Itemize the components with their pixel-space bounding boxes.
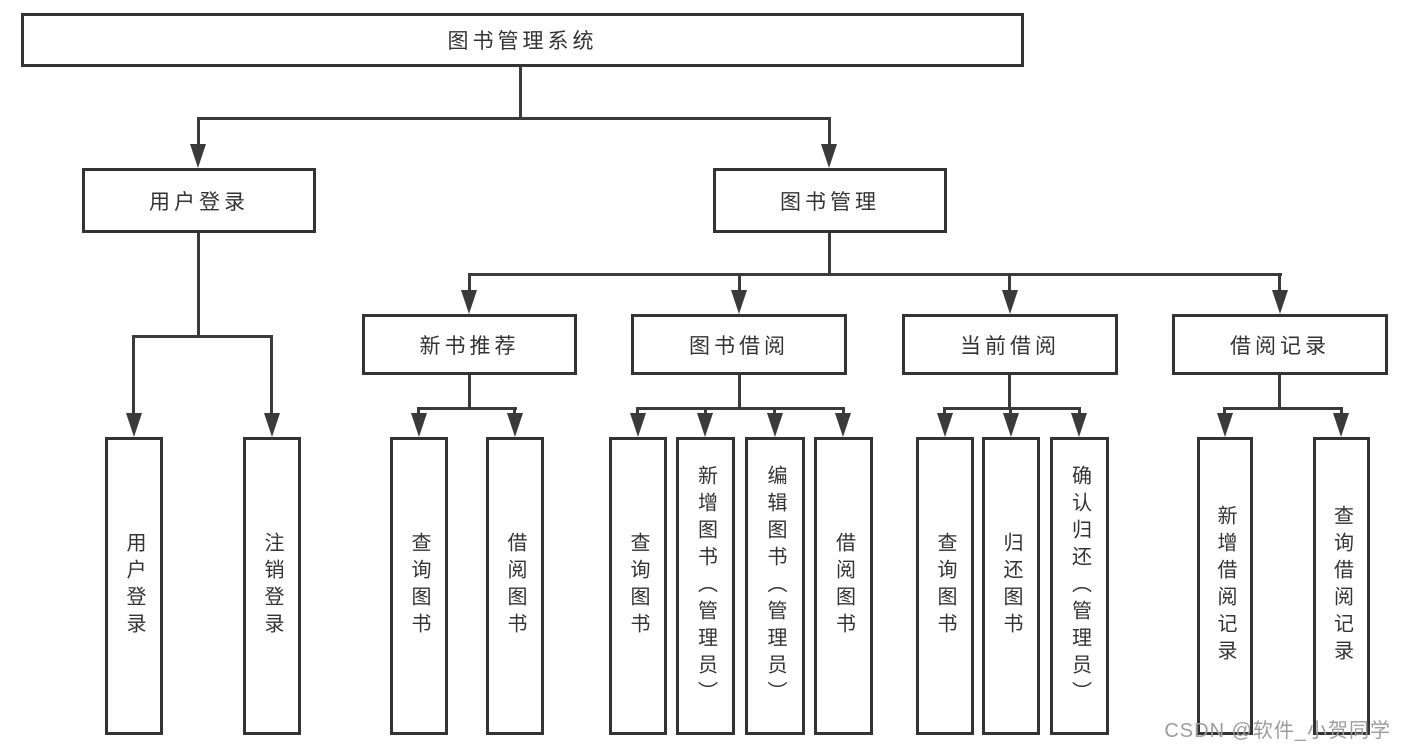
node-label: 注销登录 xyxy=(261,532,283,640)
csdn-watermark: CSDN @软件_小贺同学 xyxy=(1164,720,1391,742)
connector-recommend-drop-1 xyxy=(417,407,420,417)
node-label: 图书管理系统 xyxy=(447,30,598,53)
connector-record-drop-2 xyxy=(1340,407,1343,417)
arrow-to-book-management xyxy=(821,144,837,168)
leaf-record-add-borrow-record: 新增借阅记录 xyxy=(1197,437,1253,735)
node-label: 查询借阅记录 xyxy=(1330,505,1353,667)
arrow-to-borrow-query xyxy=(630,413,646,437)
node-label: 查询图书 xyxy=(408,532,430,640)
node-library-management-system: 图书管理系统 xyxy=(21,13,1024,67)
node-label: 当前借阅 xyxy=(960,334,1060,358)
arrow-to-recommend-query xyxy=(411,413,427,437)
leaf-recommend-borrow-book: 借阅图书 xyxy=(486,437,544,735)
arrow-to-borrow-add xyxy=(697,413,713,437)
node-label: 新增借阅记录 xyxy=(1214,505,1236,667)
node-label: 借阅图书 xyxy=(504,532,526,640)
leaf-borrow-query-book: 查询图书 xyxy=(609,437,667,735)
leaf-user-login: 用户登录 xyxy=(105,437,163,735)
arrow-to-current-return xyxy=(1003,413,1019,437)
connector-borrow-drop-1 xyxy=(636,407,639,417)
connector-borrow-drop-3 xyxy=(773,407,776,417)
leaf-borrow-borrow-book: 借阅图书 xyxy=(814,437,873,735)
arrow-to-record-add xyxy=(1217,413,1233,437)
connector-borrow-drop-2 xyxy=(704,407,707,417)
leaf-borrow-add-book-admin: 新增图书（管理员） xyxy=(676,437,735,735)
connector-current-drop-1 xyxy=(943,407,946,417)
connector-current-branch xyxy=(943,407,1081,410)
connector-current-stem xyxy=(1008,375,1011,407)
connector-root-stem xyxy=(519,66,522,120)
connector-recommend-drop-2 xyxy=(513,407,516,417)
node-label: 新书推荐 xyxy=(419,334,520,358)
arrow-to-borrow-edit xyxy=(767,413,783,437)
leaf-borrow-edit-book-admin: 编辑图书（管理员） xyxy=(745,437,805,735)
node-label: 用户登录 xyxy=(149,190,249,214)
connector-current-drop-2 xyxy=(1009,407,1012,417)
connector-borrow-stem xyxy=(738,375,741,407)
connector-root-branch xyxy=(197,117,831,120)
connector-userlogin-drop-2 xyxy=(270,335,273,417)
leaf-recommend-query-book: 查询图书 xyxy=(390,437,448,735)
connector-root-drop-left xyxy=(197,117,200,151)
node-label: 借阅记录 xyxy=(1230,334,1330,358)
connector-bookmgmt-branch xyxy=(468,273,1282,276)
node-book-borrow: 图书借阅 xyxy=(631,314,847,375)
connector-bookmgmt-drop-2 xyxy=(738,273,741,295)
arrow-to-record-query xyxy=(1333,413,1349,437)
arrow-to-current-query xyxy=(937,413,953,437)
connector-recommend-branch xyxy=(417,407,517,410)
node-label: 编辑图书（管理员） xyxy=(764,464,786,708)
node-label: 查询图书 xyxy=(627,532,649,640)
connector-bookmgmt-drop-4 xyxy=(1278,273,1281,295)
node-label: 查询图书 xyxy=(934,532,956,640)
node-label: 借阅图书 xyxy=(832,532,855,640)
connector-record-branch xyxy=(1223,407,1343,410)
node-label: 确认归还（管理员） xyxy=(1068,464,1091,708)
node-current-borrow: 当前借阅 xyxy=(902,314,1118,375)
node-user-login: 用户登录 xyxy=(82,168,316,233)
connector-userlogin-branch xyxy=(132,335,273,338)
leaf-current-return-book: 归还图书 xyxy=(982,437,1040,735)
connector-userlogin-drop-1 xyxy=(132,335,135,417)
node-book-management: 图书管理 xyxy=(713,168,947,233)
arrow-to-leaf-logout xyxy=(264,413,280,437)
connector-borrow-drop-4 xyxy=(842,407,845,417)
connector-recommend-stem xyxy=(468,375,471,407)
connector-record-drop-1 xyxy=(1223,407,1226,417)
node-label: 新增图书（管理员） xyxy=(694,464,717,708)
node-label: 用户登录 xyxy=(123,532,145,640)
leaf-current-confirm-return-admin: 确认归还（管理员） xyxy=(1050,437,1109,735)
arrow-to-current-confirm xyxy=(1071,413,1087,437)
connector-bookmgmt-stem xyxy=(828,233,831,273)
connector-bookmgmt-drop-3 xyxy=(1008,273,1011,295)
connector-current-drop-3 xyxy=(1078,407,1081,417)
node-label: 图书管理 xyxy=(780,190,880,214)
connector-borrow-branch xyxy=(636,407,845,410)
connector-root-drop-right xyxy=(828,117,831,151)
leaf-record-query-borrow-record: 查询借阅记录 xyxy=(1313,437,1370,735)
arrow-to-leaf-user-login xyxy=(126,413,142,437)
arrow-to-new-book-recommend xyxy=(461,290,477,314)
connector-userlogin-stem xyxy=(197,233,200,335)
arrow-to-borrow-record xyxy=(1272,290,1288,314)
connector-record-stem xyxy=(1278,375,1281,407)
arrow-to-current-borrow xyxy=(1002,290,1018,314)
leaf-current-query-book: 查询图书 xyxy=(916,437,974,735)
arrow-to-borrow-borrow xyxy=(835,413,851,437)
arrow-to-book-borrow xyxy=(731,290,747,314)
node-new-book-recommend: 新书推荐 xyxy=(362,314,577,375)
arrow-to-user-login xyxy=(190,144,206,168)
leaf-logout: 注销登录 xyxy=(243,437,301,735)
node-label: 归还图书 xyxy=(1000,532,1022,640)
arrow-to-recommend-borrow xyxy=(507,413,523,437)
connector-bookmgmt-drop-1 xyxy=(468,273,471,295)
node-label: 图书借阅 xyxy=(689,334,789,358)
node-borrow-record: 借阅记录 xyxy=(1172,314,1388,375)
